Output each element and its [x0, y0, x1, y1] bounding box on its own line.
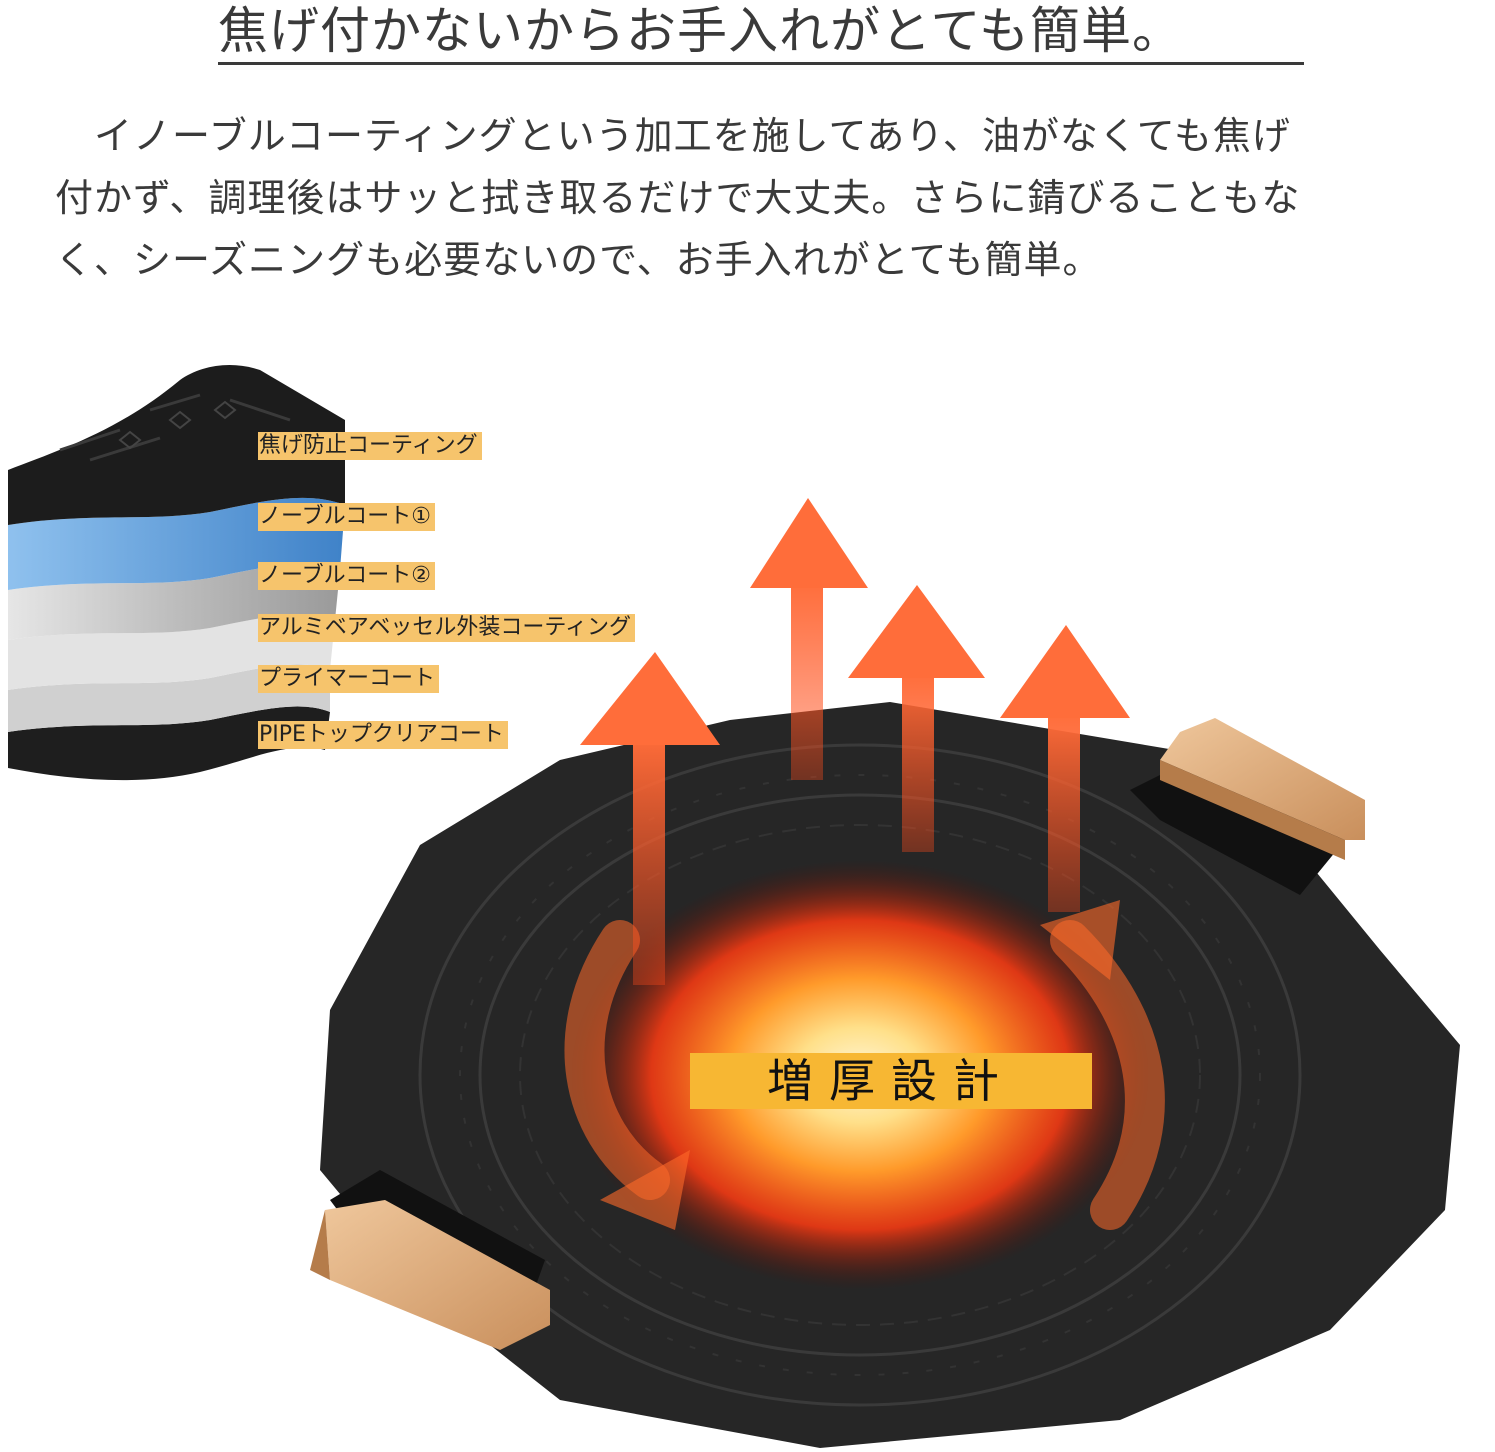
handle-right-icon [1130, 718, 1365, 895]
layer-label-anti-burn: 焦げ防止コーティング [258, 432, 482, 460]
layer-label-aluminum-exterior: アルミベアベッセル外装コーティング [258, 614, 636, 642]
illustration: 焦げ防止コーティング ノーブルコート① ノーブルコート② アルミベアベッセル外装… [0, 340, 1495, 1448]
headline-underline [218, 62, 1304, 65]
handle-left-icon [310, 1170, 550, 1350]
layer-label-noble-coat-1: ノーブルコート① [258, 503, 435, 531]
heat-arrows-icon [580, 498, 1130, 985]
headline: 焦げ付かないからお手入れがとても簡単。 [218, 2, 1183, 60]
description-line: 付かず、調理後はサッと拭き取るだけで大丈夫。さらに錆びることもな [55, 176, 1301, 220]
description-line: イノーブルコーティングという加工を施してあり、油がなくても焦げ [55, 114, 1291, 158]
product-illustration [8, 365, 1460, 1448]
layer-label-pipe-top-clear: PIPEトップクリアコート [258, 721, 508, 749]
description-line: く、シーズニングも必要ないので、お手入れがとても簡単。 [55, 238, 1102, 282]
layer-label-primer-coat: プライマーコート [258, 665, 440, 693]
layer-label-noble-coat-2: ノーブルコート② [258, 562, 435, 590]
description-paragraph: イノーブルコーティングという加工を施してあり、油がなくても焦げ 付かず、調理後は… [55, 105, 1495, 291]
thick-design-label: 増厚設計 [690, 1053, 1092, 1109]
